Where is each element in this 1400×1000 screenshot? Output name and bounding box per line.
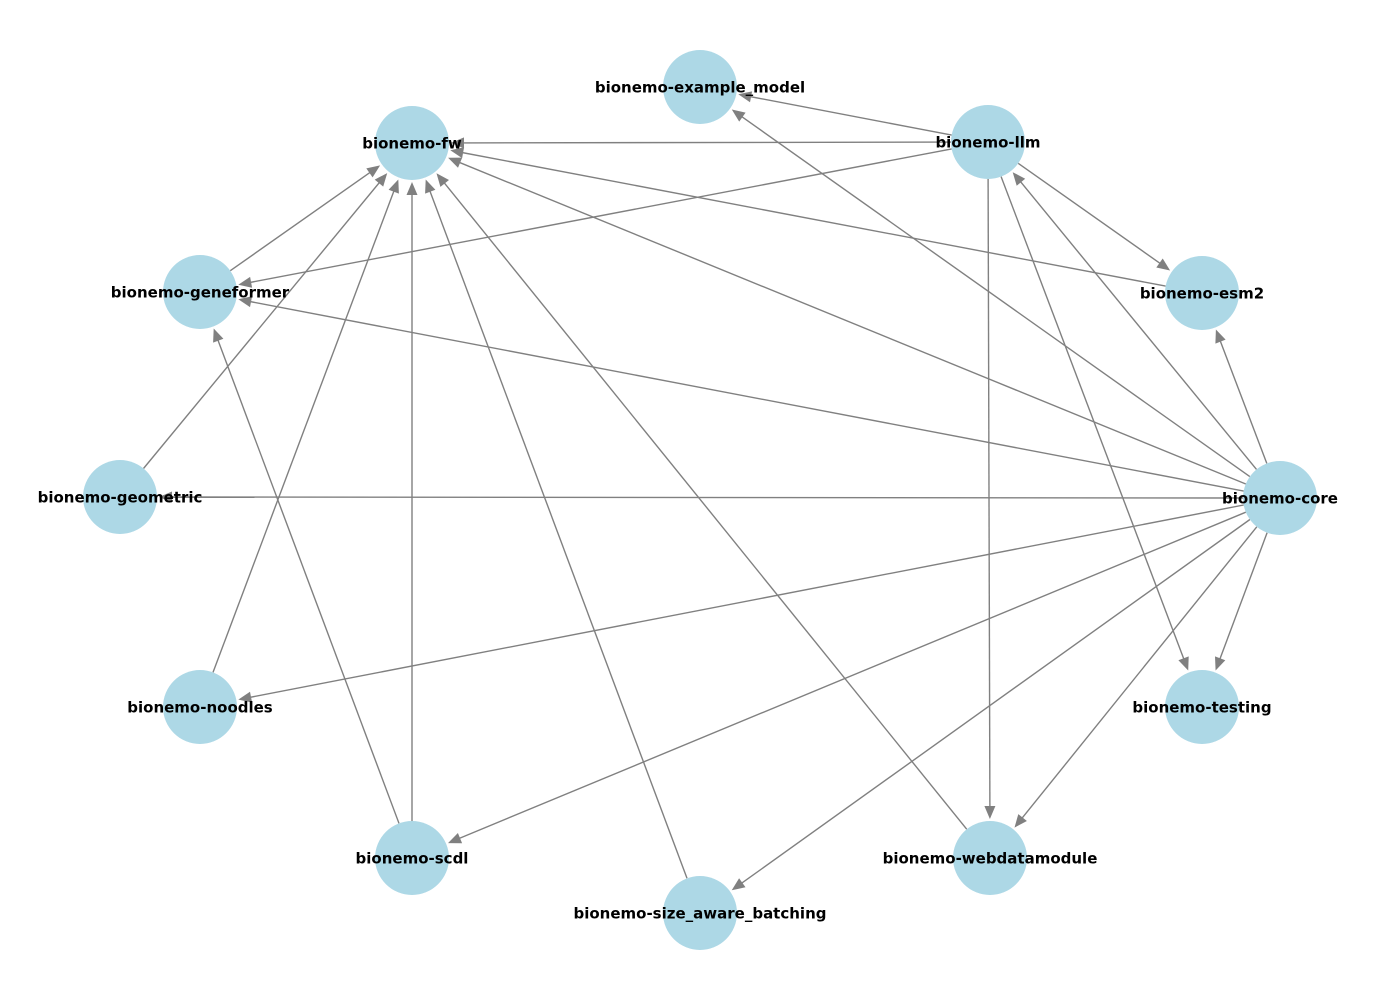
edge-bionemo-llm-to-bionemo-esm2 — [1017, 162, 1164, 266]
node-label-bionemo-llm: bionemo-llm — [935, 134, 1040, 152]
node-label-bionemo-scdl: bionemo-scdl — [356, 850, 469, 868]
node-bionemo-noodles — [163, 670, 237, 744]
arrowhead-bionemo-core-to-bionemo-noodles — [238, 691, 253, 703]
arrowhead-bionemo-noodles-to-bionemo-fw — [388, 179, 399, 194]
edge-bionemo-core-to-bionemo-geometric — [167, 496, 1244, 499]
edge-bionemo-noodles-to-bionemo-fw — [212, 187, 396, 673]
arrowhead-bionemo-geometric-to-bionemo-fw — [374, 173, 388, 187]
node-bionemo-core — [1243, 461, 1317, 535]
node-label-bionemo-example_model: bionemo-example_model — [595, 79, 805, 97]
arrowhead-bionemo-llm-to-bionemo-fw — [451, 137, 464, 149]
edge-bionemo-webdatamodule-to-bionemo-fw — [441, 179, 968, 830]
edge-bionemo-core-to-bionemo-example_model — [738, 114, 1251, 478]
node-label-bionemo-noodles: bionemo-noodles — [127, 699, 273, 717]
edge-bionemo-geometric-to-bionemo-fw — [142, 179, 383, 469]
node-label-bionemo-geneformer: bionemo-geneformer — [111, 284, 290, 302]
arrowhead-bionemo-webdatamodule-to-bionemo-fw — [436, 173, 449, 187]
node-label-bionemo-size_aware_batching: bionemo-size_aware_batching — [573, 905, 826, 923]
arrowhead-bionemo-core-to-bionemo-webdatamodule — [1014, 814, 1027, 828]
node-label-bionemo-esm2: bionemo-esm2 — [1140, 285, 1264, 303]
node-bionemo-llm — [951, 105, 1025, 179]
arrowhead-bionemo-core-to-bionemo-geneformer — [238, 296, 253, 308]
arrowhead-bionemo-core-to-bionemo-geometric — [159, 491, 172, 503]
edge-bionemo-llm-to-bionemo-example_model — [746, 95, 952, 136]
arrowhead-bionemo-llm-to-bionemo-esm2 — [1156, 258, 1171, 271]
arrowhead-bionemo-llm-to-bionemo-example_model — [738, 91, 753, 103]
edge-bionemo-core-to-bionemo-fw — [456, 160, 1247, 485]
arrowhead-bionemo-llm-to-bionemo-webdatamodule — [984, 806, 996, 819]
edge-bionemo-core-to-bionemo-geneformer — [246, 300, 1244, 492]
node-label-bionemo-fw: bionemo-fw — [362, 135, 462, 153]
edge-bionemo-core-to-bionemo-llm — [1017, 178, 1258, 470]
arrowhead-bionemo-core-to-bionemo-example_model — [731, 109, 746, 122]
arrowhead-bionemo-core-to-bionemo-size_aware_batching — [731, 878, 746, 891]
arrowhead-bionemo-geneformer-to-bionemo-fw — [366, 165, 381, 178]
edge-bionemo-core-to-bionemo-size_aware_batching — [738, 518, 1251, 886]
arrowhead-bionemo-llm-to-bionemo-geneformer — [238, 276, 253, 288]
arrowhead-bionemo-core-to-bionemo-esm2 — [1215, 329, 1226, 344]
arrowhead-bionemo-llm-to-bionemo-testing — [1178, 656, 1189, 671]
arrowhead-bionemo-core-to-bionemo-llm — [1012, 172, 1026, 186]
node-label-bionemo-core: bionemo-core — [1222, 490, 1338, 508]
node-bionemo-webdatamodule — [953, 821, 1027, 895]
edge-bionemo-llm-to-bionemo-geneformer — [247, 148, 952, 284]
arrowhead-bionemo-core-to-bionemo-testing — [1215, 656, 1226, 671]
arrowhead-bionemo-esm2-to-bionemo-fw — [450, 147, 465, 159]
node-bionemo-geneformer — [163, 255, 237, 329]
edge-bionemo-esm2-to-bionemo-fw — [459, 151, 1166, 287]
edge-bionemo-llm-to-bionemo-fw — [459, 141, 952, 144]
arrowhead-bionemo-core-to-bionemo-fw — [448, 157, 463, 168]
node-bionemo-size_aware_batching — [663, 876, 737, 950]
edge-bionemo-core-to-bionemo-noodles — [246, 504, 1244, 699]
arrowhead-bionemo-size_aware_batching-to-bionemo-fw — [425, 179, 436, 194]
edge-bionemo-size_aware_batching-to-bionemo-fw — [428, 187, 688, 879]
edge-bionemo-scdl-to-bionemo-geneformer — [216, 336, 400, 824]
node-bionemo-example_model — [663, 50, 737, 124]
edge-bionemo-core-to-bionemo-esm2 — [1218, 337, 1268, 464]
node-bionemo-testing — [1165, 670, 1239, 744]
node-bionemo-scdl — [375, 821, 449, 895]
edge-bionemo-llm-to-bionemo-webdatamodule — [987, 178, 991, 811]
node-bionemo-esm2 — [1165, 256, 1239, 330]
node-label-bionemo-geometric: bionemo-geometric — [38, 489, 203, 507]
edge-bionemo-geneformer-to-bionemo-fw — [229, 170, 374, 272]
node-bionemo-fw — [375, 106, 449, 180]
node-label-bionemo-webdatamodule: bionemo-webdatamodule — [883, 850, 1098, 868]
arrowhead-bionemo-scdl-to-bionemo-geneformer — [213, 328, 224, 343]
node-label-bionemo-testing: bionemo-testing — [1132, 699, 1271, 717]
arrowhead-bionemo-scdl-to-bionemo-fw — [406, 182, 418, 195]
edge-bionemo-llm-to-bionemo-testing — [1000, 176, 1186, 663]
arrowhead-bionemo-core-to-bionemo-scdl — [448, 833, 463, 844]
edge-bionemo-core-to-bionemo-scdl — [456, 511, 1247, 841]
edge-bionemo-core-to-bionemo-webdatamodule — [1019, 526, 1258, 822]
edge-bionemo-core-to-bionemo-testing — [1218, 532, 1268, 663]
node-bionemo-geometric — [83, 460, 157, 534]
